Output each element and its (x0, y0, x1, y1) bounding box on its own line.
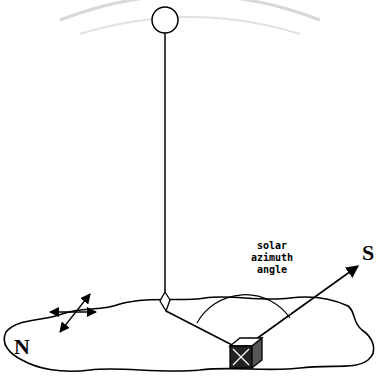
observer-cube (230, 338, 262, 368)
sun (152, 7, 178, 33)
direction-label: N (14, 336, 30, 358)
south-arrow (252, 266, 358, 342)
direction-label: S (362, 242, 374, 264)
compass (50, 294, 96, 332)
sun-ray (164, 33, 166, 292)
ground-surface (4, 297, 373, 371)
angle-label: solar azimuth angle (242, 240, 302, 276)
projection-point (160, 292, 170, 311)
azimuth-arc (197, 295, 290, 323)
faint-arc (80, 17, 300, 34)
